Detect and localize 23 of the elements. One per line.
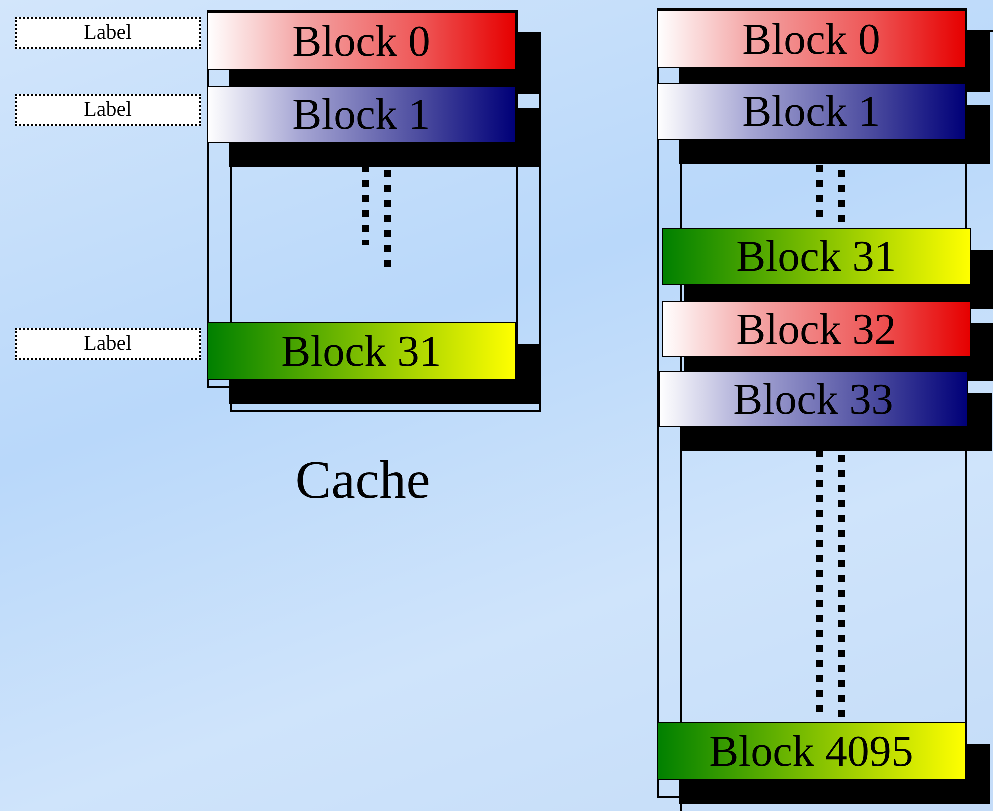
block-text: Block 32 <box>736 304 897 354</box>
memory-block <box>657 722 966 780</box>
memory-block <box>207 322 516 380</box>
memory-block <box>207 12 516 70</box>
block-text: Block 0 <box>292 16 431 66</box>
block-text: Block 31 <box>736 231 897 282</box>
block-text: Block 31 <box>281 326 442 376</box>
label-box: Label <box>15 94 201 126</box>
memory-block <box>662 301 971 357</box>
block-text: Block 0 <box>742 14 881 64</box>
label-box: Label <box>15 328 201 360</box>
cache-caption: Cache <box>294 450 432 510</box>
cache-frame <box>207 10 518 388</box>
block-text: Block 33 <box>733 374 894 424</box>
memory-block <box>657 83 966 140</box>
block-text: Block 1 <box>292 89 431 140</box>
memory-block <box>207 86 516 143</box>
memory-block <box>662 228 971 285</box>
block-text: Block 1 <box>742 86 881 137</box>
memory-block <box>657 10 966 68</box>
memory-block <box>659 371 968 427</box>
block-text: Block 4095 <box>709 726 914 776</box>
label-box: Label <box>15 17 201 49</box>
